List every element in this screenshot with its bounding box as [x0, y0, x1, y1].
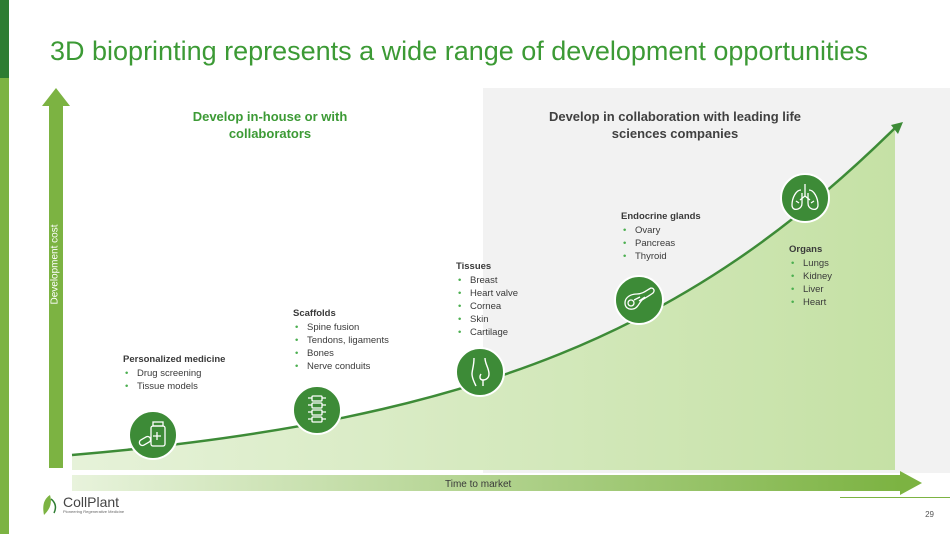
list-item: Breast [456, 274, 518, 287]
spine-icon [292, 385, 342, 435]
list-item: Drug screening [123, 367, 225, 380]
list-item: Thyroid [621, 250, 701, 263]
growth-area [72, 128, 895, 470]
group-personalized-medicine: Personalized medicine Drug screening Tis… [123, 353, 225, 393]
group-tissues: Tissues Breast Heart valve Cornea Skin C… [456, 260, 518, 339]
list-item: Skin [456, 313, 518, 326]
list-item: Nerve conduits [293, 360, 389, 373]
list-item: Cartilage [456, 326, 518, 339]
list-item: Pancreas [621, 237, 701, 250]
x-axis-arrow-head [900, 471, 922, 495]
collplant-logo: CollPlant Pioneering Regenerative Medici… [40, 493, 124, 517]
y-axis-arrow-shaft [49, 104, 63, 468]
page-number: 29 [925, 510, 934, 519]
group-title: Personalized medicine [123, 354, 226, 365]
logo-tagline: Pioneering Regenerative Medicine [63, 509, 125, 514]
list-item: Ovary [621, 224, 701, 237]
slide-title: 3D bioprinting represents a wide range o… [50, 36, 869, 66]
y-axis-arrow-head [42, 88, 70, 106]
footer-divider [840, 497, 950, 498]
x-axis-arrow-shaft [72, 475, 900, 491]
list-item: Tissue models [123, 380, 225, 393]
left-accent-bar [0, 0, 9, 534]
breast-icon [455, 347, 505, 397]
list-item: Liver [789, 283, 832, 296]
pancreas-icon [614, 275, 664, 325]
list-item: Heart valve [456, 287, 518, 300]
list-item: Tendons, ligaments [293, 334, 389, 347]
lungs-icon [780, 173, 830, 223]
collaboration-header: Develop in collaboration with leading li… [548, 109, 802, 141]
list-item: Bones [293, 347, 389, 360]
y-axis-label: Development cost [49, 224, 61, 305]
group-title: Scaffolds [293, 308, 336, 319]
in-house-header: Develop in-house or with collaborators [192, 109, 348, 141]
list-item: Kidney [789, 270, 832, 283]
list-item: Cornea [456, 300, 518, 313]
group-organs: Organs Lungs Kidney Liver Heart [789, 243, 832, 309]
group-title: Organs [789, 244, 823, 255]
list-item: Lungs [789, 257, 832, 270]
list-item: Heart [789, 296, 832, 309]
group-scaffolds: Scaffolds Spine fusion Tendons, ligament… [293, 307, 389, 373]
medicine-bottle-icon [128, 410, 178, 460]
list-item: Spine fusion [293, 321, 389, 334]
group-title: Endocrine glands [621, 211, 701, 222]
x-axis-label: Time to market [445, 479, 512, 490]
group-endocrine-glands: Endocrine glands Ovary Pancreas Thyroid [621, 210, 701, 263]
curve-arrowhead [891, 122, 903, 134]
group-title: Tissues [456, 261, 492, 272]
logo-name: CollPlant [63, 494, 120, 510]
left-accent-bar-top [0, 0, 9, 78]
leaf-logo-icon [43, 495, 57, 515]
